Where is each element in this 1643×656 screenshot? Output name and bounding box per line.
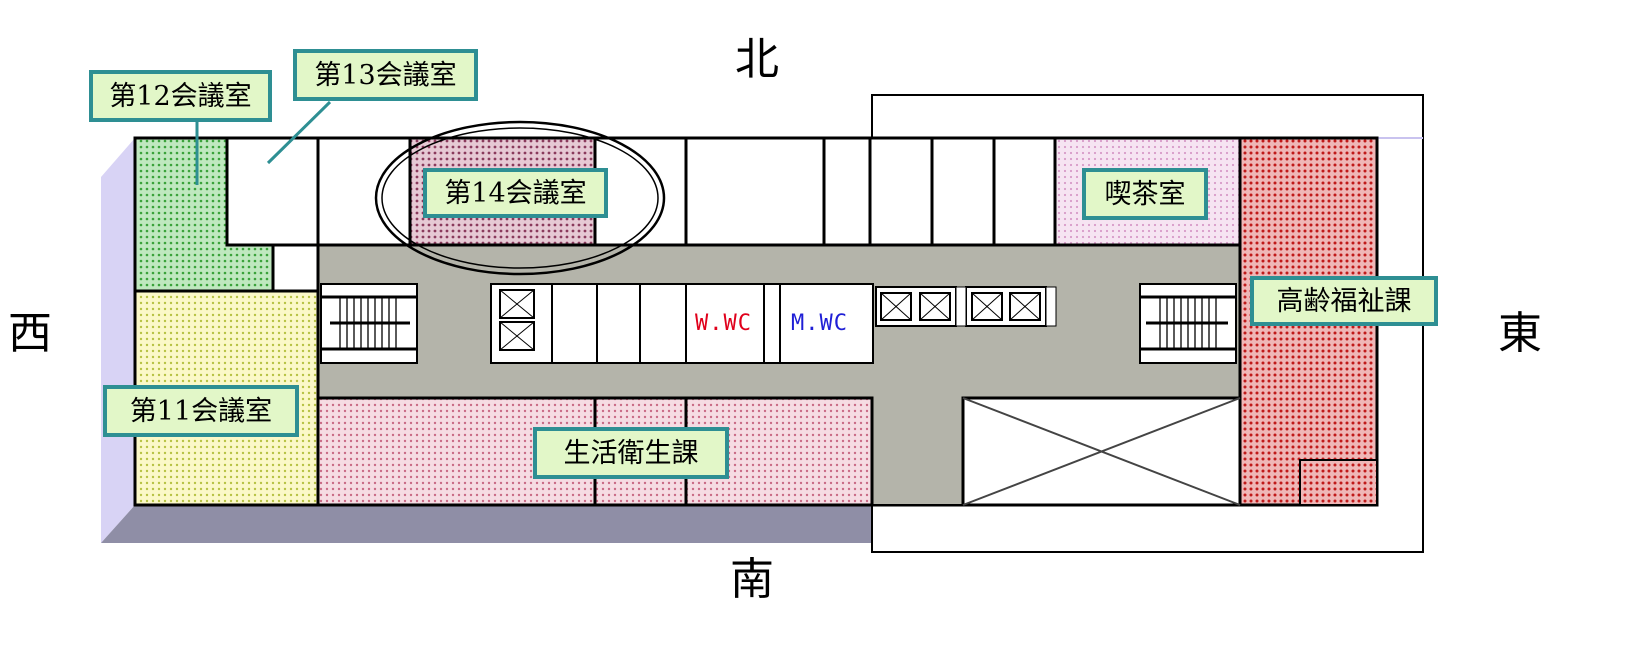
- highlight-ellipse-outer: [374, 120, 666, 276]
- room-small: [271, 243, 320, 293]
- men-restroom-label: M.WC: [791, 311, 848, 336]
- room-13: [225, 136, 320, 247]
- building-bottom-face: [101, 505, 872, 543]
- highlight-ellipse-inner: [381, 127, 659, 269]
- compass-east: 東: [1498, 308, 1542, 359]
- label-room-14: 第14会議室: [423, 168, 608, 218]
- stairs-west: [320, 283, 418, 364]
- label-elderly-welfare: 高齢福祉課: [1250, 276, 1438, 326]
- label-room-13: 第13会議室: [293, 49, 478, 101]
- women-restroom-label: W.WC: [695, 311, 752, 336]
- label-room-12: 第12会議室: [89, 70, 272, 122]
- room-north-f: [930, 136, 996, 247]
- room-elderly-inner: [1299, 459, 1378, 506]
- room-north-e: [868, 136, 934, 247]
- compass-west: 西: [8, 308, 52, 359]
- label-cafe: 喫茶室: [1082, 168, 1208, 220]
- label-life-hygiene: 生活衛生課: [533, 427, 729, 479]
- building-side-face: [101, 138, 135, 543]
- room-north-g: [992, 136, 1057, 247]
- room-north-b: [593, 136, 688, 247]
- compass-south: 南: [730, 554, 774, 605]
- room-north-c: [684, 136, 826, 247]
- label-room-11: 第11会議室: [103, 385, 299, 437]
- stairs-east: [1139, 283, 1237, 364]
- compass-north: 北: [735, 34, 779, 85]
- room-north-d: [822, 136, 872, 247]
- leader-room13: [266, 100, 332, 165]
- core-block: [490, 283, 874, 364]
